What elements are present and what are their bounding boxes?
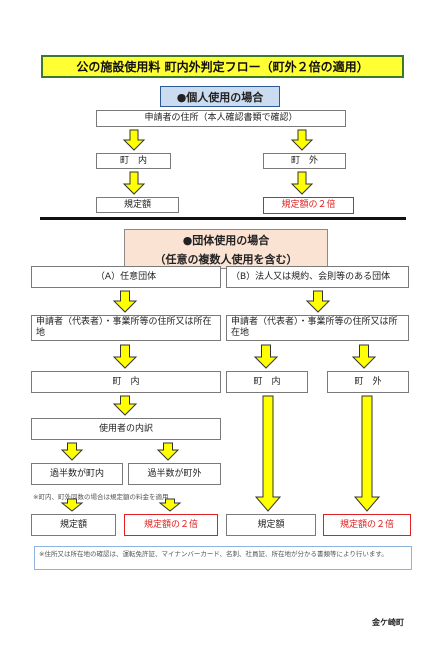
arrow-group-b-out-long bbox=[353, 395, 381, 512]
group-header-title: ●団体使用の場合 bbox=[182, 234, 270, 247]
arrow-individual-out-1 bbox=[290, 129, 314, 151]
individual-in-town-box: 町 内 bbox=[96, 153, 171, 169]
group-in-town-a-box: 町 内 bbox=[31, 371, 221, 393]
group-rep-address-b-box: 申請者（代表者）・事業所等の住所又は所在地 bbox=[226, 315, 409, 341]
individual-fee-base-box: 規定額 bbox=[96, 197, 179, 213]
arrow-individual-in-2 bbox=[122, 171, 146, 195]
group-fee-double-2-box: 規定額の２倍 bbox=[323, 514, 411, 536]
arrow-group-b-in-long bbox=[254, 395, 282, 512]
group-fee-double-1-box: 規定額の２倍 bbox=[124, 514, 218, 536]
section-divider bbox=[40, 217, 406, 220]
group-header-subtitle: （任意の複数人使用を含む） bbox=[154, 253, 298, 266]
group-majority-out-box: 過半数が町外 bbox=[128, 463, 221, 485]
group-fee-base-2-box: 規定額 bbox=[226, 514, 316, 536]
arrow-group-a-2 bbox=[112, 344, 138, 369]
group-corporate-box: （B）法人又は規約、会則等のある団体 bbox=[226, 266, 409, 288]
arrow-group-majority-in bbox=[60, 442, 84, 461]
arrow-group-b-out-1 bbox=[351, 344, 377, 369]
individual-fee-double-box: 規定額の２倍 bbox=[263, 197, 354, 214]
arrow-individual-in-1 bbox=[122, 129, 146, 151]
arrow-group-b-1 bbox=[305, 290, 331, 313]
footnote-box: ※住所又は所在地の確認は、運転免許証、マイナンバーカード、名刺、社員証、所在地が… bbox=[34, 546, 412, 570]
group-fee-base-1-box: 規定額 bbox=[31, 514, 116, 536]
group-out-town-b-box: 町 外 bbox=[327, 371, 409, 393]
page-title: 公の施設使用料 町内外判定フロー（町外２倍の適用） bbox=[41, 55, 404, 78]
footer-municipality: 金ケ崎町 bbox=[372, 618, 404, 627]
group-in-town-b-box: 町 内 bbox=[226, 371, 308, 393]
arrow-group-a-3 bbox=[112, 395, 138, 416]
group-users-breakdown-box: 使用者の内訳 bbox=[31, 418, 221, 440]
arrow-individual-out-2 bbox=[290, 171, 314, 195]
individual-header: ●個人使用の場合 bbox=[160, 86, 280, 107]
group-voluntary-box: （A）任意団体 bbox=[31, 266, 221, 288]
group-rep-address-a-box: 申請者（代表者）・事業所等の住所又は所在地 bbox=[31, 315, 221, 341]
arrow-group-fee-base-1 bbox=[60, 498, 84, 512]
equal-count-note: ※町内、町外同数の場合は規定額の料金を適用 bbox=[33, 493, 169, 501]
arrow-group-b-in-1 bbox=[253, 344, 279, 369]
individual-applicant-box: 申請者の住所（本人確認書類で確認） bbox=[96, 110, 346, 127]
group-majority-in-box: 過半数が町内 bbox=[31, 463, 123, 485]
arrow-group-majority-out bbox=[156, 442, 180, 461]
arrow-group-a-1 bbox=[112, 290, 138, 313]
arrow-group-fee-double-1 bbox=[158, 498, 182, 512]
individual-out-town-box: 町 外 bbox=[263, 153, 346, 169]
